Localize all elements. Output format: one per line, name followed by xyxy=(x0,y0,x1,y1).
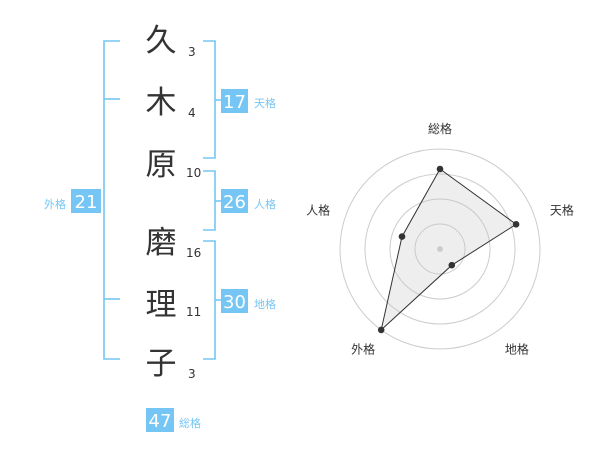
kanji-5: 理 xyxy=(146,287,177,323)
chikaku-box xyxy=(221,289,248,313)
chikaku-badge: 30 地格 xyxy=(221,289,276,313)
kanji-4: 磨 xyxy=(146,225,177,261)
chikaku-label: 地格 xyxy=(254,297,276,311)
chikaku-bracket xyxy=(203,240,221,360)
radar-axis-label-3: 地格 xyxy=(505,341,529,356)
radar-axis-label-1: 総格 xyxy=(428,121,452,136)
soukaku-box xyxy=(146,408,174,432)
radar-axis-label-5: 人格 xyxy=(306,203,330,218)
stroke-count-4: 16 xyxy=(186,246,201,260)
stroke-count-6: 3 xyxy=(188,367,196,381)
radar-point-5 xyxy=(398,233,406,240)
tenkaku-label: 天格 xyxy=(254,96,276,110)
radar-area xyxy=(380,168,517,332)
jinkaku-bracket xyxy=(203,170,221,231)
stroke-count-3: 10 xyxy=(186,166,201,180)
soukaku-value: 47 xyxy=(149,411,172,432)
radar-ring-2 xyxy=(389,198,491,300)
name-kanji-column: 久 木 原 磨 理 子 xyxy=(146,23,177,382)
gaikaku-badge: 外格 21 xyxy=(44,189,101,213)
gaikaku-box xyxy=(71,189,101,213)
stroke-count-5: 11 xyxy=(186,305,201,319)
jinkaku-value: 26 xyxy=(223,192,246,213)
radar-axis-label-4: 外格 xyxy=(351,341,375,356)
gaikaku-label: 外格 xyxy=(44,197,66,211)
chikaku-value: 30 xyxy=(223,292,246,313)
gaikaku-value: 21 xyxy=(75,192,98,213)
radar-point-4 xyxy=(377,326,385,334)
stroke-count-2: 4 xyxy=(188,106,196,120)
kanji-1: 久 xyxy=(146,23,177,59)
radar-center-dot xyxy=(437,246,443,252)
jinkaku-box xyxy=(221,189,248,213)
soukaku-badge: 47 総格 xyxy=(146,408,201,432)
kanji-6: 子 xyxy=(146,346,177,382)
kanji-2: 木 xyxy=(146,85,177,121)
kanji-3: 原 xyxy=(146,147,177,183)
jinkaku-badge: 26 人格 xyxy=(221,189,276,213)
gaikaku-bracket xyxy=(103,40,120,360)
tenkaku-box xyxy=(221,89,248,113)
radar-point-2 xyxy=(512,221,520,228)
radar-ring-3 xyxy=(364,173,516,325)
radar-point-3 xyxy=(448,261,456,269)
radar-point-1 xyxy=(436,165,444,173)
soukaku-label: 総格 xyxy=(179,416,201,430)
tenkaku-badge: 17 天格 xyxy=(221,89,276,113)
tenkaku-bracket xyxy=(203,40,221,159)
stroke-count-1: 3 xyxy=(188,45,196,59)
tenkaku-value: 17 xyxy=(223,92,246,113)
radar-ring-4 xyxy=(339,148,541,350)
radar-ring-1 xyxy=(414,223,466,275)
stroke-counts: 3 4 10 16 11 3 xyxy=(186,45,201,381)
jinkaku-label: 人格 xyxy=(254,197,276,211)
radar-axis-label-2: 天格 xyxy=(550,203,574,218)
